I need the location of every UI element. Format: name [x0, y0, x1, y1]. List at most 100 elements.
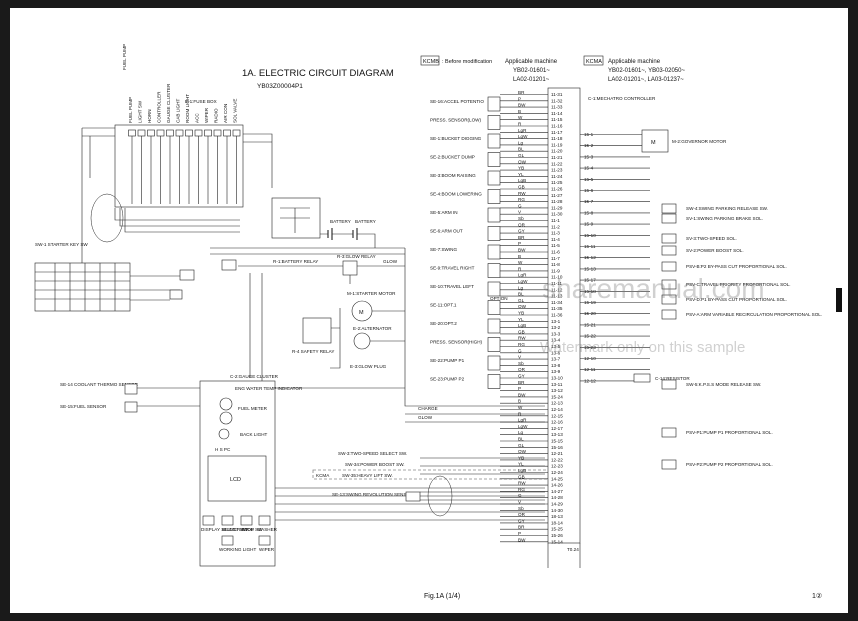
fuse-label: AIR CON: [223, 104, 228, 123]
wire-color-code: P: [518, 386, 521, 391]
governor-motor-m: M: [651, 140, 656, 146]
mode-sw-label: MODE SW: [240, 527, 263, 532]
pressure-sensor-label: SE-2:BUCKET DUMP: [430, 155, 475, 160]
wire-color-code: BW: [518, 392, 526, 397]
wire-color-code: W: [518, 260, 523, 265]
wire-color-code: GB: [518, 474, 525, 479]
wire-color-code: G: [518, 203, 522, 208]
pressure-sensor-connector: [487, 226, 501, 241]
lcd-panel: [207, 455, 267, 502]
wire-color-code: YL: [518, 172, 524, 177]
controller-pin: 13-8: [551, 363, 561, 368]
buzzer-stop-switch[interactable]: [221, 515, 234, 526]
wire-color-code: OW: [518, 304, 527, 309]
coolant-sensor-label: SE-14 COOLANT THERMO SENSOR: [60, 382, 139, 387]
main-bus-wires: [210, 247, 405, 255]
fuse-label: GAUGE CLUSTER: [166, 83, 171, 123]
wire-color-code: B: [518, 109, 521, 114]
controller-pin: 11-15: [551, 117, 563, 122]
controller-pin: 14-27: [551, 489, 563, 494]
wiper-switch[interactable]: [258, 535, 271, 546]
fuse-cell: [232, 129, 241, 137]
controller-pin: 11-13: [551, 294, 563, 299]
wire-color-code: RG: [518, 487, 525, 492]
safety-relay-box: [302, 317, 332, 344]
output-device-symbol: [661, 233, 677, 244]
output-device-symbol: [661, 203, 677, 214]
display-select-switch[interactable]: [202, 515, 215, 526]
power-boost-switch-label: SW-34:POWER BOOST SW.: [345, 462, 405, 467]
wire-color-code: RG: [518, 342, 525, 347]
controller-pin: 15-16: [551, 445, 563, 450]
wire-color-code: RW: [518, 191, 526, 196]
controller-pin: 13-6: [551, 350, 561, 355]
output-device-symbol: [661, 427, 677, 438]
controller-pin: 14-29: [551, 502, 563, 507]
kcmb-description: : Before modification: [442, 59, 492, 65]
starter-motor-m: M: [359, 310, 364, 316]
washer-switch[interactable]: [258, 515, 271, 526]
output-device-label: PSV-D:P1 BY-PASS CUT PROPORTIONAL SOL.: [686, 297, 787, 302]
output-device-label: PSV-A:ARM VARIABLE RECIRCULATION PROPORT…: [686, 312, 822, 317]
working-light-switch[interactable]: [221, 535, 234, 546]
controller-pin: 12-24: [551, 470, 563, 475]
controller-pin: 11-19: [551, 142, 563, 147]
output-device-symbol: [661, 279, 677, 290]
back-light-label: BACK LIGHT: [240, 432, 268, 437]
fuse-cell: [204, 129, 212, 137]
kcma-tag-box: [583, 55, 604, 66]
output-device-label: SV-3:TWO-SPEED SOL.: [686, 236, 737, 241]
controller-pin: 11-9: [551, 268, 560, 273]
wire-color-code: YB: [518, 311, 524, 316]
glow-relay-box: [342, 260, 358, 276]
output-device-symbol: [661, 261, 677, 272]
eng-water-temp-label: ENG WATER TEMP INDICATOR: [235, 386, 303, 391]
sensor-wires: [137, 387, 200, 407]
pressure-sensor-label: PRESS. SENSOR(HIGH): [430, 340, 483, 345]
starter-key-label: SW-1 STARTER KEY SW: [35, 242, 88, 247]
output-device-label: SV-1:SWING PARKING BRAKE SOL.: [686, 216, 763, 221]
wire-color-code: Sb: [518, 361, 524, 366]
fuse-label: SOL VALVE: [233, 99, 238, 123]
wire-color-code: OR: [518, 512, 526, 517]
controller-pin: 11-5: [551, 243, 560, 248]
mode-switch[interactable]: [240, 515, 253, 526]
wire-color-code: GY: [518, 374, 525, 379]
pressure-sensor-label: SE-3:BOOM RAISING: [430, 173, 476, 178]
controller-pin: 12-17: [551, 426, 563, 431]
washer-label: WASHER: [257, 527, 278, 532]
wire-color-code: GB: [518, 329, 525, 334]
controller-pin: 18-13: [551, 514, 563, 519]
wire-color-code: BR: [518, 90, 525, 95]
fuse-label: LIGHT SW: [138, 100, 143, 123]
swing-revolution-sensor: [405, 491, 421, 502]
output-device-label: PSV-C:TRAVEL PRIORITY PROPORTIONAL SOL.: [686, 282, 791, 287]
option-label: OPTION: [490, 296, 508, 301]
glow-plug-label: E-3:GLOW PLUG: [350, 364, 387, 369]
charge-wire-label: CHARGE: [418, 406, 438, 411]
starter-motor-label: M-1:STARTER MOTOR: [347, 291, 396, 296]
wire-color-code: YL: [518, 317, 524, 322]
wire-color-code: Lg: [518, 430, 524, 435]
wire-color-code: RW: [518, 336, 526, 341]
water-temp-gauge: [219, 397, 233, 411]
controller-pin: 11-10: [551, 275, 563, 280]
sample-watermark: Watermark only on this sample: [540, 339, 745, 356]
controller-pin: 11-21: [551, 155, 563, 160]
pressure-sensor-connector: [487, 374, 501, 389]
pressure-sensor-label: SE-9:TRAVEL RIGHT: [430, 266, 475, 271]
controller-pin: 11-12: [551, 287, 563, 292]
glow-relay-wires: [238, 265, 405, 284]
coolant-sensor-connector: [124, 383, 138, 395]
wire-color-code: RG: [518, 197, 525, 202]
pressure-sensor-connector: [487, 300, 501, 315]
wire-color-code: BW: [518, 248, 526, 253]
wire-color-code: LgW: [518, 134, 528, 139]
wire-color-code: BW: [518, 103, 526, 108]
wire-color-code: P: [518, 241, 521, 246]
wire-color-code: BR: [518, 525, 525, 530]
wire-color-code: P: [518, 96, 521, 101]
pressure-sensor-label: SE-5:ARM IN: [430, 210, 458, 215]
kcmb-tag-box: [420, 55, 440, 66]
